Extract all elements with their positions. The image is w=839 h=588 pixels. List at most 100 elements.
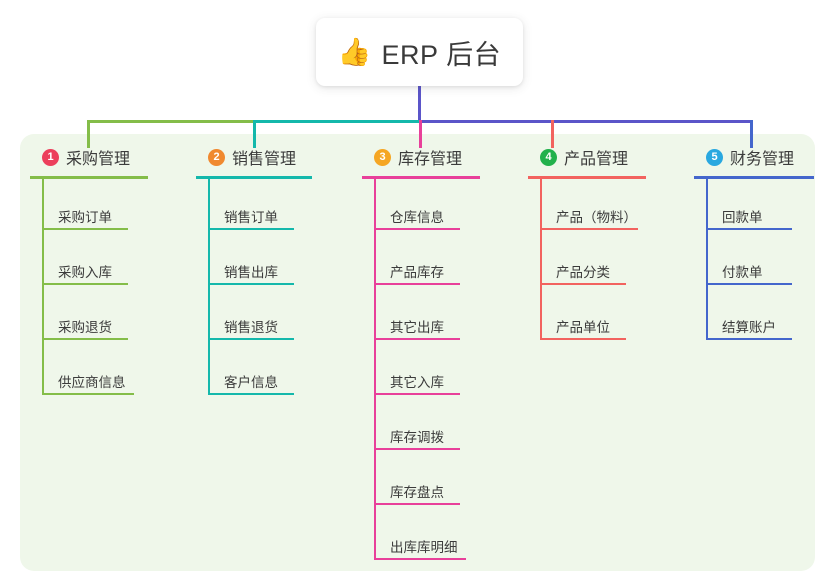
branch-item-label: 客户信息: [224, 375, 278, 390]
bus-segment-3: [419, 120, 752, 123]
branch-header-rule: [362, 176, 480, 179]
branch-item[interactable]: 库存调拨: [362, 399, 527, 454]
branch-item-label: 产品分类: [556, 265, 610, 280]
root-node-card[interactable]: 👍 ERP 后台: [316, 18, 523, 86]
branch-item-rule: [540, 228, 638, 230]
branch-item[interactable]: 回款单: [694, 179, 839, 234]
branch-item[interactable]: 采购退货: [30, 289, 195, 344]
branch-item-label: 供应商信息: [58, 375, 126, 390]
branch-items: 销售订单销售出库销售退货客户信息: [196, 179, 361, 399]
branch-item-rule: [706, 228, 792, 230]
branch-item-label: 销售订单: [224, 210, 278, 225]
branch-header-3[interactable]: 3 库存管理: [362, 144, 527, 170]
branch-item-rule: [374, 448, 460, 450]
branch-item-rule: [208, 228, 294, 230]
branch-item[interactable]: 销售退货: [196, 289, 361, 344]
branch-item-rule: [42, 228, 128, 230]
branch-item[interactable]: 供应商信息: [30, 344, 195, 399]
branch-item[interactable]: 销售订单: [196, 179, 361, 234]
branch-column-3: 3 库存管理仓库信息产品库存其它出库其它入库库存调拨库存盘点出库库明细: [362, 144, 527, 564]
branch-drop-connector-1: [87, 120, 90, 148]
branch-item-label: 销售出库: [224, 265, 278, 280]
branch-items: 回款单付款单结算账户: [694, 179, 839, 344]
branch-header-5[interactable]: 5 财务管理: [694, 144, 839, 170]
thumbs-up-icon: 👍: [337, 36, 372, 67]
branch-number-badge: 2: [208, 148, 225, 166]
branch-items: 仓库信息产品库存其它出库其它入库库存调拨库存盘点出库库明细: [362, 179, 527, 564]
branch-drop-connector-2: [253, 120, 256, 148]
branch-item-rule: [208, 338, 294, 340]
branch-item-rule: [208, 393, 294, 395]
branch-trunk-line: [540, 179, 542, 340]
branch-item-rule: [706, 338, 792, 340]
branch-drop-connector-5: [750, 120, 753, 148]
branch-header-rule: [196, 176, 312, 179]
branch-item-rule: [42, 393, 134, 395]
branch-item-rule: [374, 393, 460, 395]
branch-item-label: 库存调拨: [390, 430, 444, 445]
branch-item[interactable]: 仓库信息: [362, 179, 527, 234]
branch-trunk-line: [42, 179, 44, 395]
branch-item-label: 采购退货: [58, 320, 112, 335]
branch-header-rule: [528, 176, 646, 179]
branch-item[interactable]: 采购订单: [30, 179, 195, 234]
branch-item[interactable]: 其它出库: [362, 289, 527, 344]
branch-column-2: 2 销售管理销售订单销售出库销售退货客户信息: [196, 144, 361, 399]
branch-item-rule: [540, 283, 626, 285]
branch-items: 采购订单采购入库采购退货供应商信息: [30, 179, 195, 399]
branch-number-badge: 1: [42, 148, 59, 166]
branch-title: 销售管理: [232, 151, 297, 168]
branch-item-rule: [42, 338, 128, 340]
branch-item-rule: [208, 283, 294, 285]
branch-item[interactable]: 产品单位: [528, 289, 693, 344]
branch-number-badge: 4: [540, 148, 557, 166]
branch-item-rule: [540, 338, 626, 340]
branch-title: 财务管理: [730, 151, 795, 168]
branch-item[interactable]: 产品库存: [362, 234, 527, 289]
branch-item-label: 采购订单: [58, 210, 112, 225]
branch-item[interactable]: 结算账户: [694, 289, 839, 344]
branch-item-label: 产品单位: [556, 320, 610, 335]
branch-trunk-line: [706, 179, 708, 340]
branch-number-badge: 3: [374, 148, 391, 166]
branch-item-label: 产品（物料）: [556, 210, 637, 225]
root-node-title: ERP 后台: [381, 39, 502, 70]
branch-item[interactable]: 客户信息: [196, 344, 361, 399]
branch-item[interactable]: 库存盘点: [362, 454, 527, 509]
branch-item-label: 回款单: [722, 210, 763, 225]
branch-column-5: 5 财务管理回款单付款单结算账户: [694, 144, 839, 344]
branch-trunk-line: [208, 179, 210, 395]
branch-item-rule: [374, 338, 460, 340]
branch-title: 库存管理: [398, 151, 463, 168]
branch-item-label: 采购入库: [58, 265, 112, 280]
branch-drop-connector-3: [419, 120, 422, 148]
branch-item-label: 其它出库: [390, 320, 444, 335]
branch-item[interactable]: 产品分类: [528, 234, 693, 289]
branch-number-badge: 5: [706, 148, 723, 166]
branch-item[interactable]: 产品（物料）: [528, 179, 693, 234]
branch-item[interactable]: 采购入库: [30, 234, 195, 289]
branch-header-2[interactable]: 2 销售管理: [196, 144, 361, 170]
branch-item-rule: [374, 283, 460, 285]
branch-item[interactable]: 付款单: [694, 234, 839, 289]
branch-item-label: 销售退货: [224, 320, 278, 335]
bus-segment-1: [87, 120, 253, 123]
branch-item[interactable]: 销售出库: [196, 234, 361, 289]
branch-trunk-line: [374, 179, 376, 560]
branches-panel: [20, 134, 815, 571]
branch-item-rule: [374, 228, 460, 230]
branch-item-rule: [374, 503, 460, 505]
branch-item[interactable]: 其它入库: [362, 344, 527, 399]
branch-item-label: 其它入库: [390, 375, 444, 390]
bus-segment-2: [253, 120, 419, 123]
branch-drop-connector-4: [551, 120, 554, 148]
branch-item-rule: [374, 558, 466, 560]
branch-item-label: 出库库明细: [390, 540, 458, 555]
branch-items: 产品（物料） 产品分类产品单位: [528, 179, 693, 344]
branch-item-label: 库存盘点: [390, 485, 444, 500]
branch-item[interactable]: 出库库明细: [362, 509, 527, 564]
